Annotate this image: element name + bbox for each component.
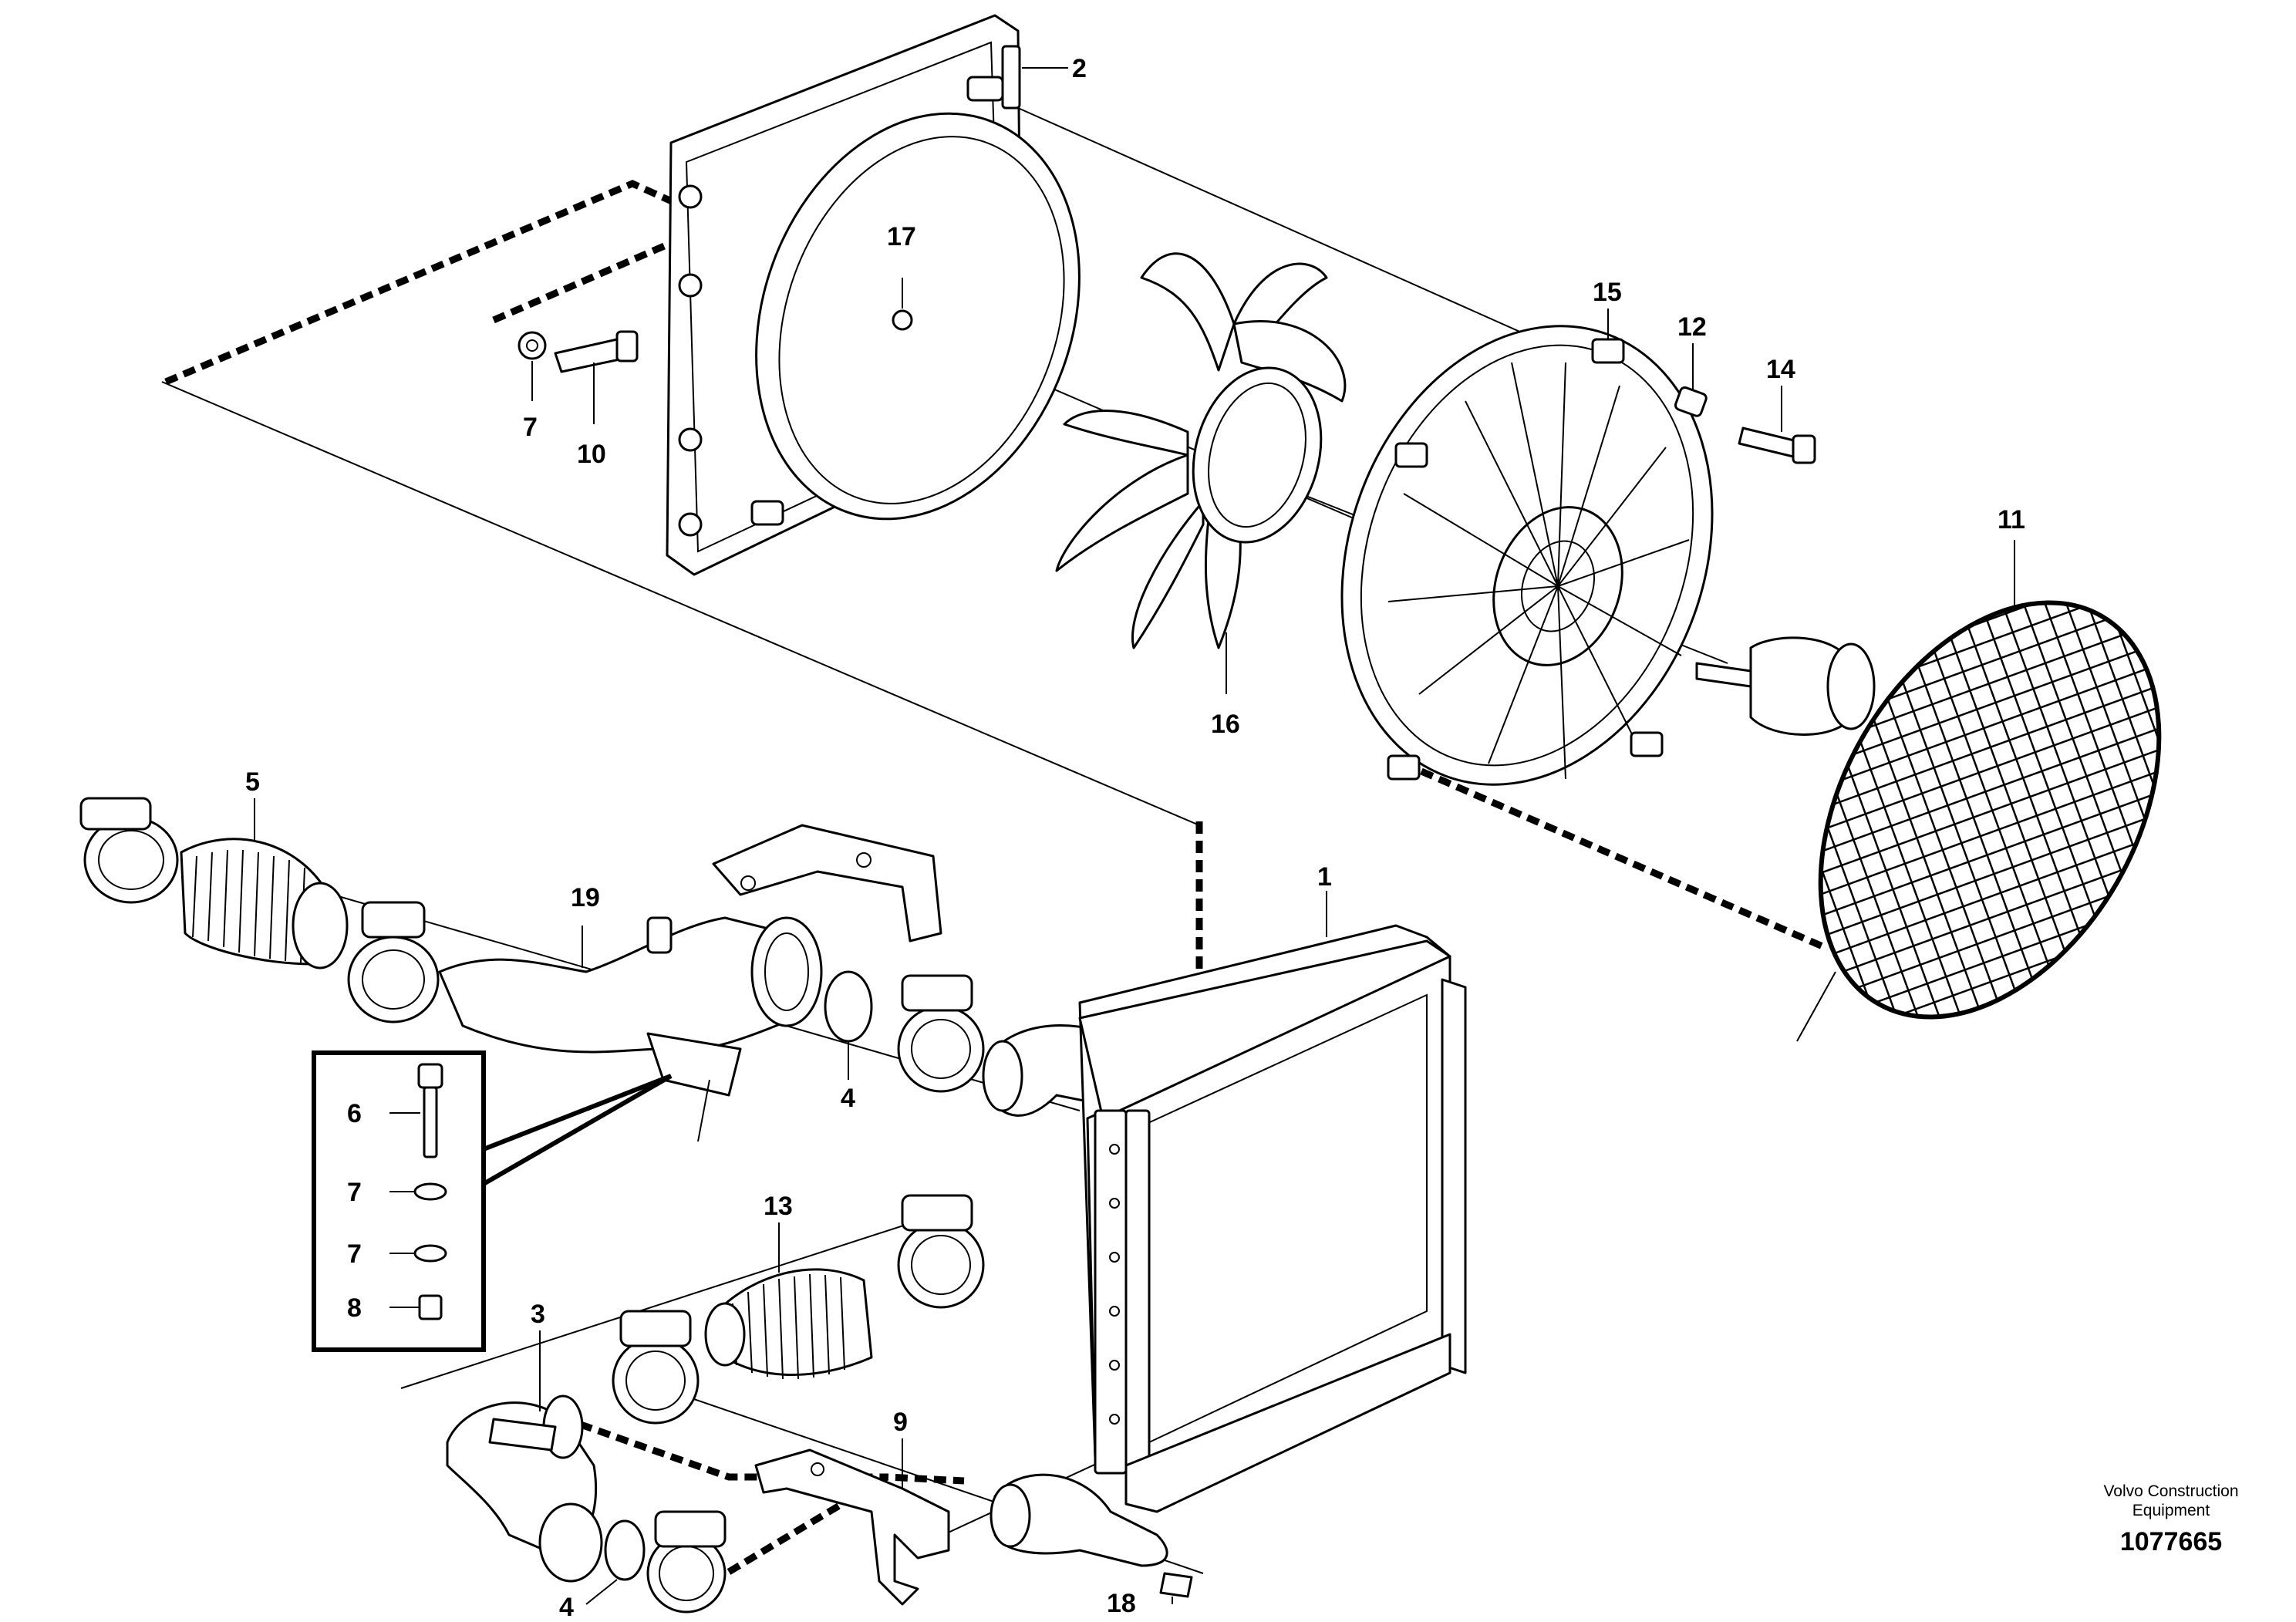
callout-4-bottom: 4 bbox=[559, 1593, 574, 1622]
bolt-10-top bbox=[554, 330, 639, 373]
fan-blade bbox=[892, 252, 1347, 694]
hose-13 bbox=[704, 1222, 873, 1380]
callout-1: 1 bbox=[1317, 862, 1332, 892]
hose-clamp-right-top bbox=[897, 974, 985, 1093]
callout-7-inset-b: 7 bbox=[347, 1239, 362, 1269]
motor-unit bbox=[1695, 636, 1876, 736]
credit-line-2: Equipment bbox=[2132, 1502, 2210, 1519]
callout-6: 6 bbox=[347, 1099, 362, 1128]
hose-clamp-mid-top bbox=[347, 901, 440, 1023]
detail-inset bbox=[312, 1050, 673, 1352]
motor-frame bbox=[1340, 309, 1714, 786]
callout-19: 19 bbox=[571, 883, 600, 912]
callout-17: 17 bbox=[887, 222, 916, 251]
callout-3: 3 bbox=[531, 1300, 545, 1329]
hose-clamp-left-top bbox=[79, 797, 179, 904]
pipe-19 bbox=[438, 916, 823, 1142]
protective-grille bbox=[1796, 540, 2162, 1042]
elbow-lower bbox=[990, 1473, 1168, 1567]
bracket-9 bbox=[754, 1438, 950, 1606]
fan-shroud bbox=[666, 14, 1081, 576]
callout-5: 5 bbox=[245, 767, 260, 797]
callout-15: 15 bbox=[1593, 278, 1622, 307]
washer-7-top bbox=[518, 331, 547, 360]
intercooler bbox=[1078, 891, 1467, 1513]
spacer-12 bbox=[1674, 343, 1708, 417]
callout-13: 13 bbox=[764, 1192, 793, 1221]
callout-7-inset-a: 7 bbox=[347, 1178, 362, 1207]
hose-clamp-lower-mid bbox=[612, 1310, 700, 1425]
hose-clamp-lower-right bbox=[897, 1194, 985, 1309]
callout-7-top: 7 bbox=[523, 413, 538, 442]
credit-line-1: Volvo Construction bbox=[2103, 1482, 2238, 1500]
callout-18: 18 bbox=[1107, 1589, 1136, 1618]
plug-18 bbox=[1159, 1572, 1193, 1604]
callout-4-top: 4 bbox=[841, 1084, 855, 1113]
callout-12: 12 bbox=[1677, 312, 1707, 342]
callout-8: 8 bbox=[347, 1293, 362, 1323]
callout-14: 14 bbox=[1766, 355, 1795, 384]
washer-7-inset-b bbox=[413, 1244, 447, 1263]
washer-7-inset-a bbox=[413, 1182, 447, 1201]
bracket-top bbox=[712, 824, 942, 943]
shroud-bolt-2 bbox=[1001, 45, 1068, 110]
leaders-7-10 bbox=[531, 361, 595, 424]
callout-labels: 1 2 3 4 4 5 6 7 7 7 8 9 10 11 12 13 14 1… bbox=[245, 54, 2025, 1622]
oring-4-bottom bbox=[585, 1519, 646, 1605]
nut-8 bbox=[418, 1294, 443, 1320]
title-block: Volvo Construction Equipment 1077665 bbox=[2103, 1482, 2238, 1556]
hose-clamp-lower-left bbox=[646, 1510, 727, 1614]
callout-2: 2 bbox=[1072, 54, 1087, 83]
oring-4-top bbox=[824, 970, 873, 1080]
hose-5 bbox=[180, 798, 349, 969]
callout-10: 10 bbox=[577, 440, 606, 469]
drawing-number: 1077665 bbox=[2120, 1527, 2222, 1556]
bolt-14 bbox=[1738, 386, 1816, 464]
callout-16: 16 bbox=[1211, 710, 1240, 739]
callout-11: 11 bbox=[1998, 505, 2025, 534]
callout-9: 9 bbox=[893, 1408, 908, 1437]
bolt-6 bbox=[417, 1063, 443, 1158]
elbow-3 bbox=[446, 1330, 603, 1583]
